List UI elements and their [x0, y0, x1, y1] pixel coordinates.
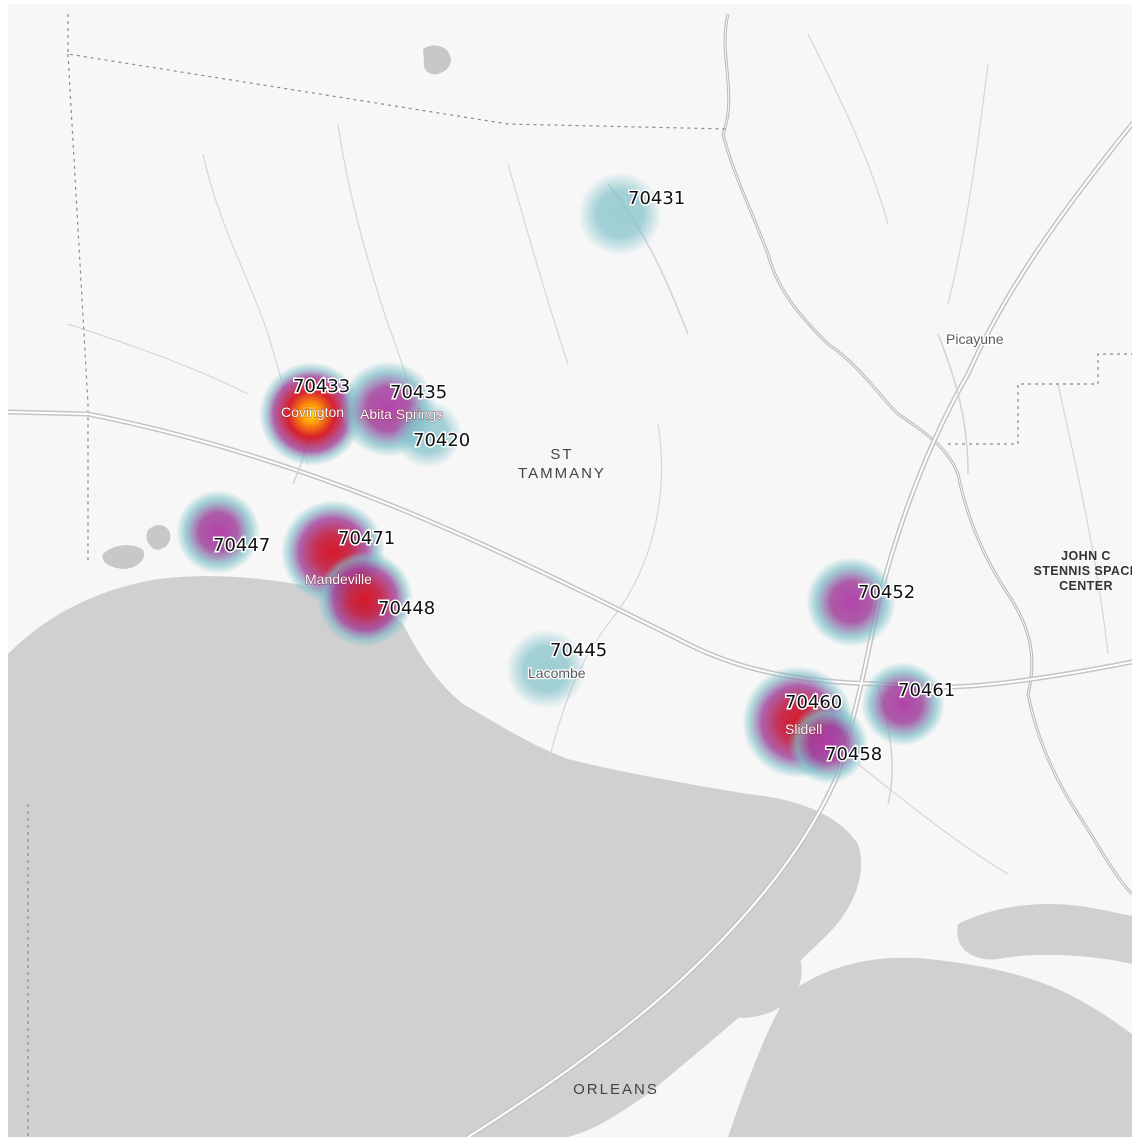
- zip-label-70461: 70461: [898, 680, 955, 701]
- zip-label-70435: 70435: [390, 382, 447, 403]
- place-covington: Covington: [281, 404, 344, 420]
- boundaries: [27, 14, 1132, 1137]
- lake-borgne: [728, 957, 1132, 1137]
- region-st-tammany-line1: ST: [550, 446, 573, 463]
- heat-spot-70431: [578, 172, 662, 256]
- zip-label-70420: 70420: [413, 430, 470, 451]
- place-picayune: Picayune: [946, 331, 1004, 347]
- region-stennis-line3: CENTER: [1059, 579, 1113, 593]
- heat-spot-70452: [806, 557, 896, 647]
- heat-spot-70458: [788, 704, 868, 784]
- map-view[interactable]: 70433 70435 70420 70471 70448 70447 70431 70445…: [8, 4, 1132, 1137]
- zip-label-70471: 70471: [338, 528, 395, 549]
- place-abita-springs: Abita Springs: [360, 406, 443, 422]
- heat-spot-70461: [861, 662, 945, 746]
- region-stennis-line1: JOHN C: [1061, 549, 1111, 563]
- zip-label-70433: 70433: [293, 376, 350, 397]
- pond-west-2: [146, 525, 171, 550]
- zip-layer: 70433 70435 70420 70471 70448 70447 70431 70445…: [212, 187, 957, 767]
- east-bay: [957, 904, 1132, 964]
- zip-label-70460: 70460: [785, 692, 842, 713]
- heat-spot-70420: [394, 400, 462, 468]
- zip-label-70431: 70431: [628, 188, 685, 209]
- zip-label-70448: 70448: [378, 598, 435, 619]
- creeks: [67, 33, 1109, 875]
- heat-spot-70445: [506, 629, 586, 709]
- pond-north: [423, 45, 452, 75]
- heat-spot-70447: [176, 490, 260, 574]
- zip-label-70447: 70447: [213, 535, 270, 556]
- zip-label-70452: 70452: [858, 582, 915, 603]
- pond-west: [102, 545, 145, 569]
- place-slidell: Slidell: [785, 721, 822, 737]
- map-canvas[interactable]: 70433 70435 70420 70471 70448 70447 70431 70445…: [8, 4, 1132, 1137]
- region-stennis-line2: STENNIS SPACE: [1034, 564, 1132, 578]
- zip-label-70445: 70445: [550, 640, 607, 661]
- heat-spot-70433: [259, 362, 363, 466]
- region-st-tammany-line2: TAMMANY: [518, 465, 606, 482]
- region-orleans: ORLEANS: [573, 1081, 659, 1098]
- place-mandeville: Mandeville: [305, 571, 372, 587]
- lake-pontchartrain: [8, 576, 862, 1137]
- heat-spot-70448: [317, 551, 413, 647]
- place-lacombe: Lacombe: [528, 665, 586, 681]
- zip-label-70458: 70458: [825, 744, 882, 765]
- heat-layer: [176, 172, 945, 784]
